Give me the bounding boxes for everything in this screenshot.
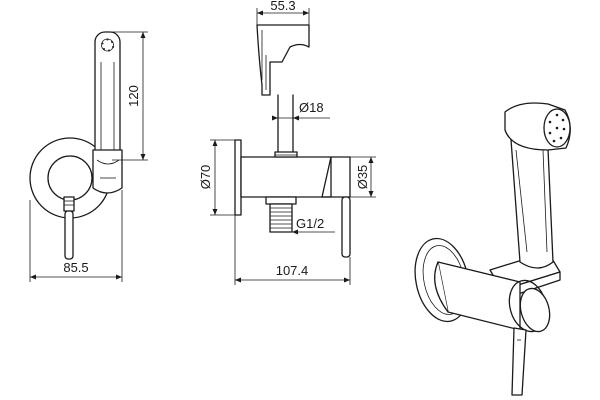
iso-lever xyxy=(511,327,527,396)
dim-label-85-5: 85.5 xyxy=(63,260,88,275)
front-view xyxy=(29,31,123,260)
dim-label-thread: G1/2 xyxy=(296,216,324,231)
side-inlet-thread xyxy=(269,203,293,233)
spray-head-dots xyxy=(101,38,114,52)
dim-label-flange-dia: Ø70 xyxy=(198,165,213,190)
dim-flange-diameter: Ø70 xyxy=(198,139,235,216)
iso-spray-dots xyxy=(548,113,566,143)
dim-length-107-4: 107.4 xyxy=(234,215,351,285)
side-holder xyxy=(256,24,310,96)
front-knob xyxy=(47,155,93,201)
side-lever xyxy=(341,196,351,258)
dim-label-107-4: 107.4 xyxy=(276,263,309,278)
side-flange xyxy=(234,139,242,216)
dim-depth-85-5: 85.5 xyxy=(29,190,123,282)
dim-label-120: 120 xyxy=(126,85,141,107)
dim-width-55-3: 55.3 xyxy=(256,0,310,25)
side-view xyxy=(234,24,351,258)
front-lever-collar xyxy=(63,196,75,212)
dim-knob-diameter: Ø35 xyxy=(350,156,376,198)
side-body xyxy=(240,156,332,198)
dim-hose-diameter: Ø18 xyxy=(272,100,330,121)
isometric-view xyxy=(414,102,571,396)
front-holder-bracket xyxy=(92,149,123,194)
iso-handshower-body xyxy=(509,125,554,269)
iso-knob-face xyxy=(519,287,551,333)
side-hose-connector xyxy=(274,151,298,158)
side-inlet-nut xyxy=(265,196,297,205)
dim-label-55-3: 55.3 xyxy=(270,0,295,13)
dim-label-hose-dia: Ø18 xyxy=(299,100,324,115)
side-threaded-inlet xyxy=(265,196,297,233)
dim-label-knob-dia: Ø35 xyxy=(355,165,370,190)
front-lever-handle xyxy=(64,210,74,260)
dim-thread: G1/2 xyxy=(292,216,335,235)
dim-height-120: 120 xyxy=(112,31,148,161)
